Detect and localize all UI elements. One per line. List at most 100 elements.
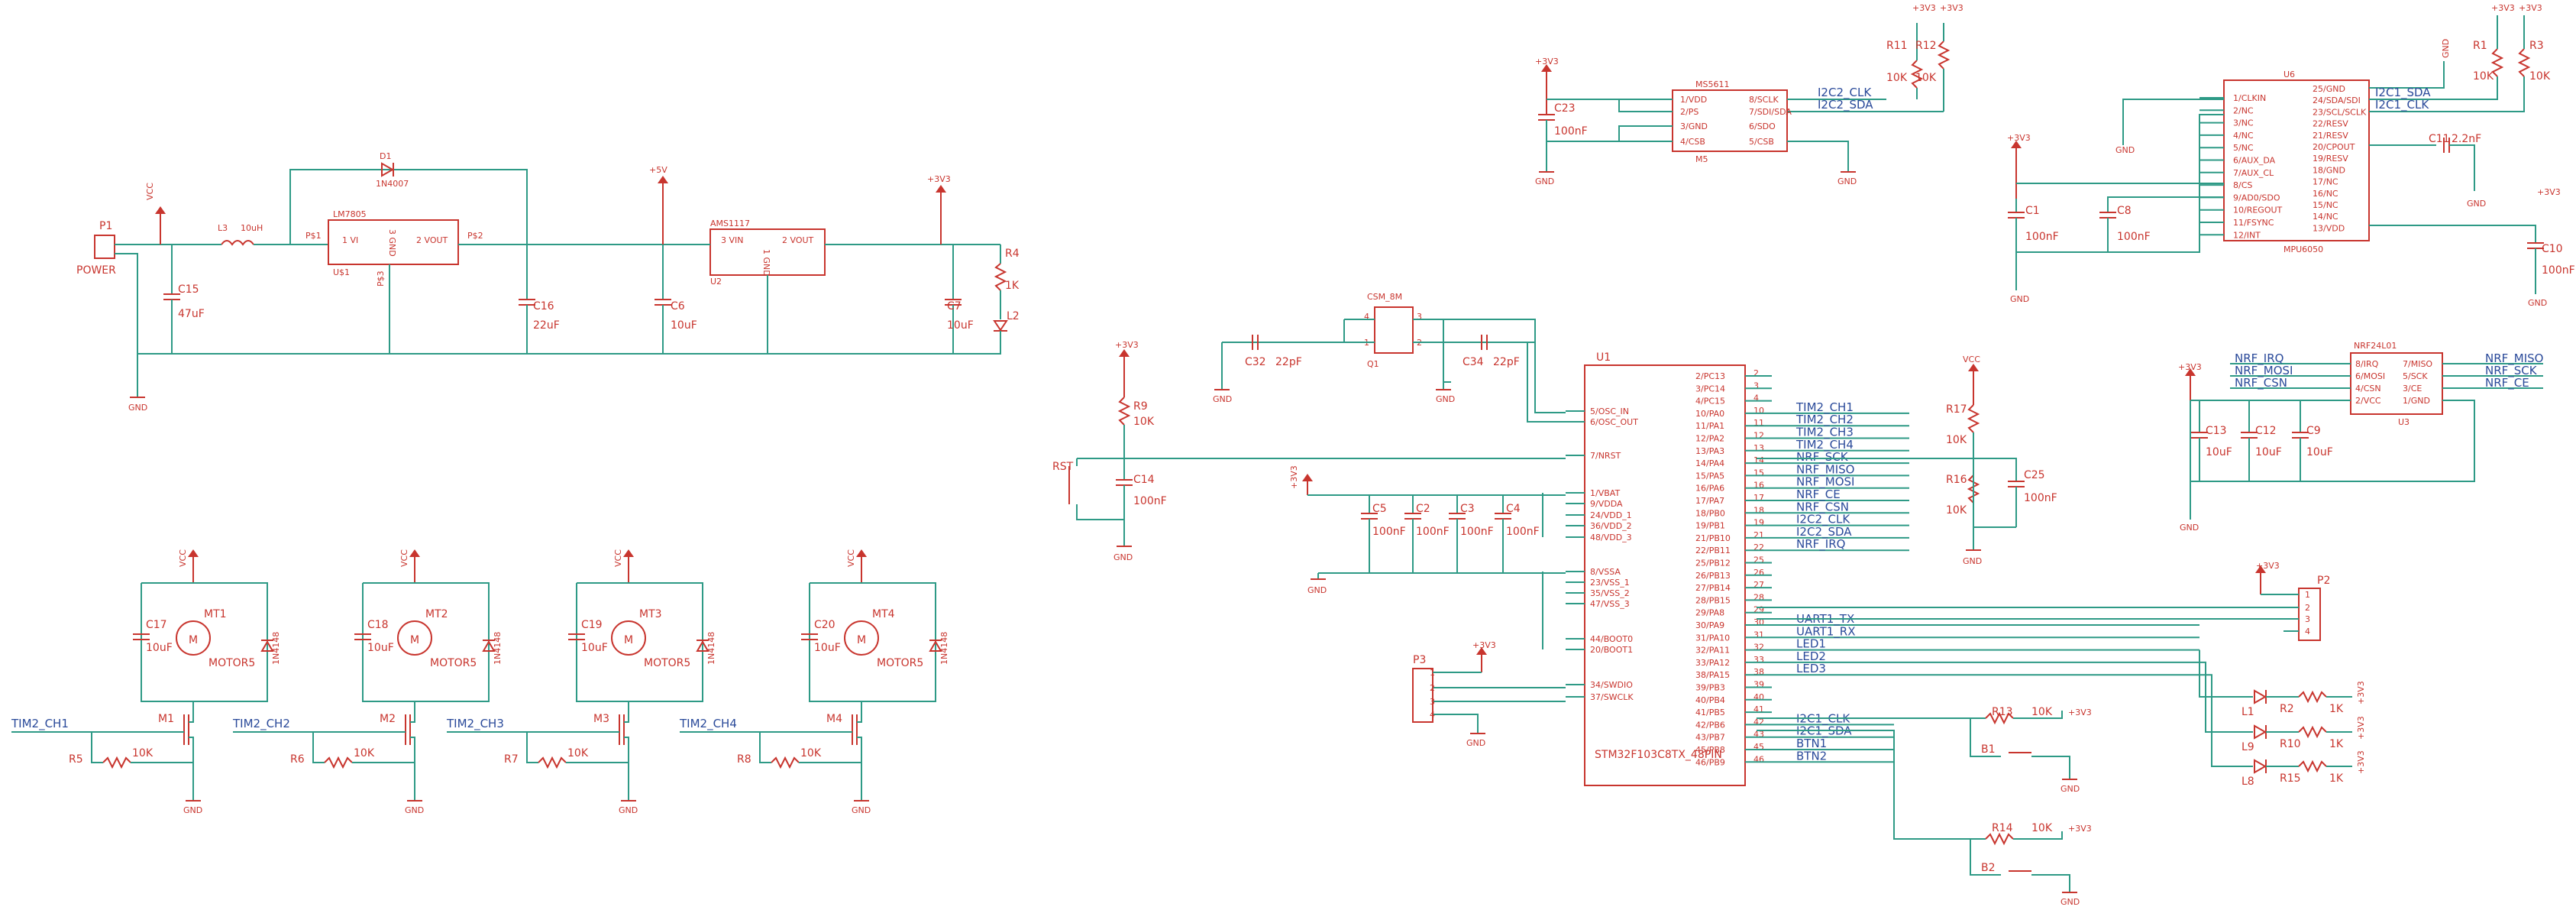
gnd-label: GND <box>2467 199 2486 209</box>
swd-ref: P3 <box>1413 654 1426 666</box>
cap-value: 10uF <box>814 642 841 654</box>
resistor <box>324 756 353 769</box>
cap-label: C3 <box>1460 503 1475 515</box>
mcu-pin-number: 28 <box>1753 592 1764 602</box>
vreg1-name: LM7805 <box>333 209 367 219</box>
resistor-r3 <box>2517 48 2531 77</box>
mcu-right-pin: 33/PA12 <box>1695 658 1730 668</box>
vcc-arrow-icon <box>155 206 166 214</box>
wire <box>141 582 268 702</box>
wire <box>947 331 1001 355</box>
mcu-left-pin: 47/VSS_3 <box>1590 599 1630 609</box>
wire <box>2369 76 2525 112</box>
cap-label: C9 <box>2306 425 2321 437</box>
cap-value: 100nF <box>1416 526 1450 538</box>
plus3v3-arrow-icon <box>1476 647 1487 655</box>
baro-right-pin: 7/SDI/SDA <box>1749 107 1792 117</box>
xtal-pin3: 3 <box>1417 312 1422 322</box>
cap-label: C17 <box>146 619 167 631</box>
resistor-r17 <box>1967 404 1980 433</box>
voltage-sense: VCC R17 10K R16 10K C25 100nF GND <box>1757 355 2057 566</box>
r4-label: R4 <box>1005 248 1020 260</box>
vcc-label: VCC <box>178 549 188 567</box>
c6-label: C6 <box>671 300 685 313</box>
wire <box>1413 342 1566 413</box>
mcu-right-pin: 13/PA3 <box>1695 446 1724 456</box>
cap-value: 10uF <box>146 642 173 654</box>
diode-d1 <box>381 162 395 177</box>
btn2-wire <box>1757 730 1986 840</box>
mcu-pin-number: 14 <box>1753 455 1764 465</box>
mcu-right-pin: 43/PB7 <box>1695 733 1725 743</box>
plus3v3-arrow-icon <box>1119 349 1130 357</box>
plus3v3-arrow-icon <box>936 185 946 193</box>
c10-value: 100nF <box>2542 264 2575 277</box>
c23-value: 100nF <box>1554 125 1588 138</box>
c25-label: C25 <box>2024 469 2045 481</box>
mcu-right-pin: 16/PA6 <box>1695 484 1724 494</box>
vcc-label: VCC <box>145 183 155 200</box>
plus3v3-arrow-icon <box>2255 565 2266 573</box>
c34-value: 22pF <box>1493 356 1520 368</box>
mcu-left-pin: 20/BOOT1 <box>1590 645 1633 655</box>
plus3v3-label: +3V3 <box>2068 824 2092 834</box>
res-value: 1K <box>2329 703 2344 715</box>
mcu-net-label: LED1 <box>1796 637 1826 651</box>
mcu-net-label: LED2 <box>1796 649 1826 663</box>
c15-label: C15 <box>178 283 199 296</box>
vreg1-ref: U$1 <box>333 267 350 277</box>
vcc-label: VCC <box>399 549 409 567</box>
crystal-name: CSM_8M <box>1367 292 1402 302</box>
wire <box>1973 503 2016 528</box>
plus3v3-arrow-icon <box>2011 141 2022 148</box>
mcu-pin-number: 4 <box>1753 393 1759 403</box>
imu-right-pin: 21/RESV <box>2313 131 2348 141</box>
resistor <box>771 756 800 769</box>
imu-left-pin: 11/FSYNC <box>2233 218 2274 228</box>
gnd-label: GND <box>2528 298 2547 308</box>
mcu-pin-number: 21 <box>1753 530 1764 540</box>
c16-value: 22uF <box>533 319 560 332</box>
motor-value: MOTOR5 <box>208 657 255 669</box>
baro-net-label: I2C2_SDA <box>1818 98 1873 112</box>
mcu-right-pin: 32/PA11 <box>1695 646 1730 656</box>
mcu-right-pin: 12/PA2 <box>1695 434 1724 444</box>
mcu-pin-number: 10 <box>1753 406 1764 416</box>
imu-left-pin: 8/CS <box>2233 180 2252 190</box>
wire <box>1970 718 2001 757</box>
gnd-label: GND <box>2115 145 2135 155</box>
res-label: R8 <box>737 753 751 766</box>
d1-value: 1N4007 <box>376 179 409 189</box>
mcu-right-pin: 18/PB0 <box>1695 508 1725 518</box>
plus3v3-label: +3V3 <box>1289 465 1299 489</box>
c25-value: 100nF <box>2024 492 2057 504</box>
imu-ref: U6 <box>2283 70 2295 79</box>
res-label: R7 <box>504 753 519 766</box>
r16-label: R16 <box>1946 474 1967 486</box>
mcu-right-pin: 39/PB3 <box>1695 683 1725 693</box>
c32-label: C32 <box>1245 356 1266 368</box>
l3-value: 10uH <box>241 223 263 233</box>
led-label: L9 <box>2241 741 2254 753</box>
wire <box>1497 342 1566 423</box>
led-icon <box>2254 759 2267 774</box>
mcu-left-pin: 9/VDDA <box>1590 499 1623 509</box>
baro-body <box>1672 89 1788 152</box>
nrf-left-pin: 6/MOSI <box>2355 371 2385 381</box>
plus3v3-label: +3V3 <box>1940 3 1964 13</box>
gnd-label: GND <box>2010 294 2029 304</box>
wire <box>2031 874 2070 892</box>
resistor-r14 <box>1985 832 2014 846</box>
mcu-pin-number: 31 <box>1753 630 1764 640</box>
mcu-part: STM32F103C8TX_48PIN <box>1595 749 1722 761</box>
motor-m-glyph: M <box>624 634 633 646</box>
c14-value: 100nF <box>1133 495 1167 507</box>
wire <box>2108 114 2224 253</box>
mcu-left-pin: 24/VDD_1 <box>1590 510 1632 520</box>
wire <box>2013 711 2063 719</box>
rst-label: RST <box>1052 461 1074 473</box>
c8-value: 100nF <box>2117 231 2151 243</box>
